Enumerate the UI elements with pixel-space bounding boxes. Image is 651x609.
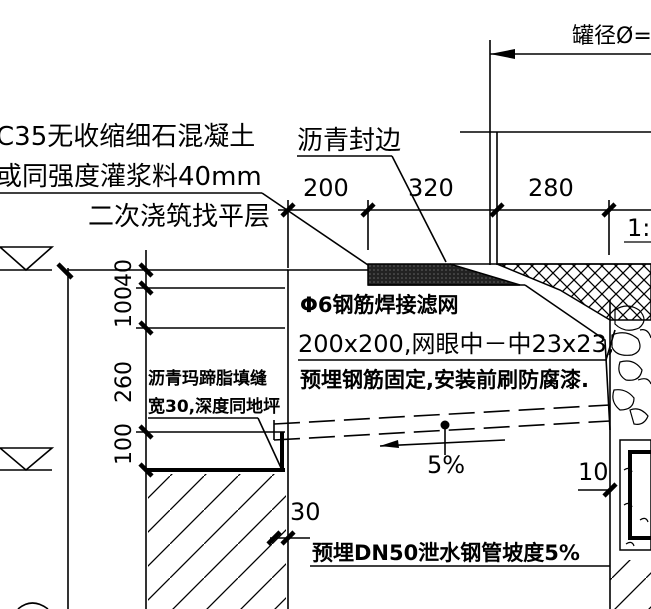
- sand-cushion-edge: [524, 284, 611, 431]
- dim-tick-3: [489, 202, 505, 218]
- concrete-note-line3: 二次浇筑找平层: [88, 202, 270, 232]
- dim-tick-4: [601, 202, 617, 218]
- vdim-tick-3: [138, 424, 154, 440]
- ground-level-marker-upper: [0, 246, 55, 272]
- concrete-note-line1: C35无收缩细石混凝土: [0, 122, 255, 152]
- joint-note-leader: [257, 417, 283, 471]
- vdim-tick-1: [138, 280, 154, 296]
- drain-pipe-line-lower: [273, 420, 611, 441]
- dim-tick-1: [280, 202, 296, 218]
- vdim-260: 260: [112, 361, 137, 403]
- vdim-40: 40: [112, 259, 137, 287]
- joint-note-line1: 沥青玛蹄脂填缝: [148, 368, 267, 389]
- foundation-left-edge: [287, 269, 368, 609]
- soil-hatch-right: [610, 560, 651, 609]
- asphalt-seal-strip: [367, 263, 521, 286]
- tank-diameter-arrow: [490, 49, 515, 59]
- vdim-100-lower: 100: [112, 423, 137, 465]
- tank-diameter-label: 罐径Ø=: [572, 24, 651, 49]
- dim-30-tick-right: [280, 530, 296, 546]
- dim-10: 10: [578, 458, 609, 486]
- pipe-note: 预埋DN50泄水钢管坡度5%: [312, 541, 580, 565]
- outlet-channel: [628, 450, 651, 540]
- joint-note-line2: 宽30,深度同地坪: [148, 396, 280, 417]
- drain-pipe-line-upper: [273, 404, 611, 425]
- dim-280: 280: [528, 174, 574, 202]
- gravel-crosshatch-zone: [496, 263, 651, 321]
- dim-10-tick: [602, 482, 618, 498]
- mesh-note-line2: 200x200,网眼中－中23x23,: [298, 330, 614, 358]
- mesh-note-line3: 预埋钢筋固定,安装前刷防腐漆.: [300, 368, 589, 392]
- dim-30-tick-left: [266, 530, 282, 546]
- asphalt-seal-label: 沥青封边: [297, 126, 401, 156]
- dim-tick-2: [360, 202, 376, 218]
- concrete-note-leader: [261, 192, 369, 266]
- soil-hatch-left: [148, 474, 286, 609]
- slope-arrow-line: [379, 439, 506, 447]
- vdim-100-upper: 100: [112, 286, 137, 328]
- slope-arrowhead: [380, 440, 399, 448]
- asphalt-seal-leader: [391, 155, 447, 263]
- vdim-tick-ground: [56, 262, 74, 280]
- vdim-tick-2: [138, 320, 154, 336]
- concrete-note-line2: 或同强度灌浆料40mm: [0, 162, 262, 192]
- outlet-fill-dots: [623, 467, 649, 547]
- ground-level-marker-lower: [0, 447, 55, 472]
- dim-30: 30: [290, 498, 321, 526]
- gravel-stones: [611, 305, 651, 425]
- slope-ratio-label: 1:: [627, 214, 650, 242]
- outlet-box: [619, 439, 651, 551]
- bottom-left-symbol: [17, 602, 49, 609]
- vdim-tick-0: [138, 262, 154, 278]
- slope-percent: 5%: [427, 451, 465, 479]
- mesh-note-leader: [605, 329, 616, 361]
- dim-320: 320: [408, 174, 454, 202]
- dim-200: 200: [303, 174, 349, 202]
- mesh-note-line1: Φ6钢筋焊接滤网: [300, 293, 458, 317]
